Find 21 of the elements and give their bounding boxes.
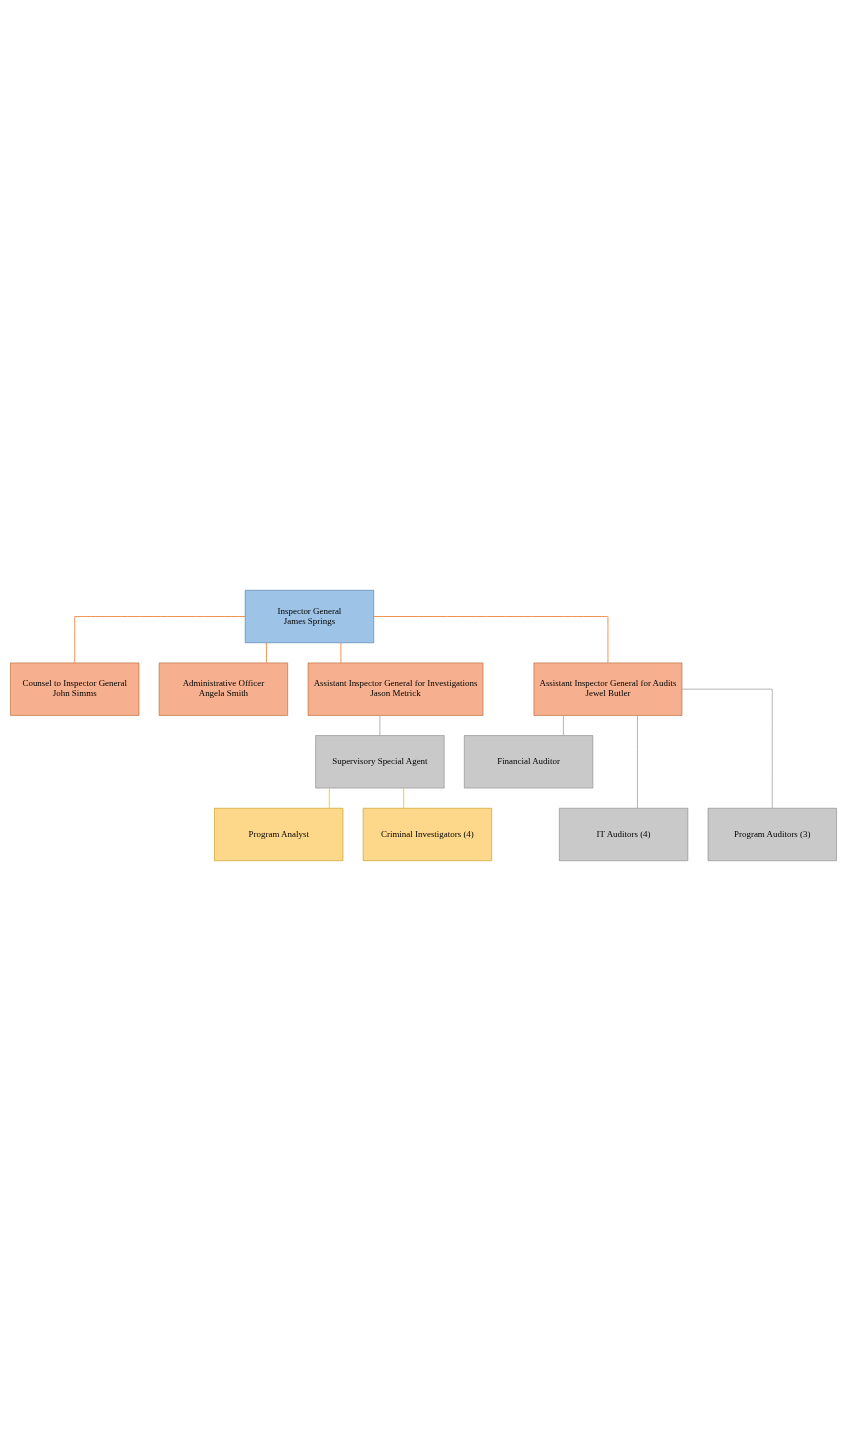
connector	[403, 787, 405, 809]
connector	[681, 688, 773, 809]
connector	[379, 715, 381, 736]
node-box: Criminal Investigators (4)	[362, 807, 492, 862]
node-box: Counsel to Inspector General John Simms	[10, 662, 140, 716]
node-box: Supervisory Special Agent	[315, 735, 445, 789]
connector	[637, 715, 638, 809]
node-box: IT Auditors (4)	[559, 807, 689, 862]
node-box: Program Analyst	[214, 807, 344, 862]
connector	[266, 642, 267, 664]
node-box: Inspector General James Springs	[244, 589, 375, 644]
node-box: Program Auditors (3)	[707, 807, 837, 862]
connector	[74, 616, 246, 664]
node-box: Administrative Officer Angela Smith	[158, 662, 288, 716]
connector	[328, 787, 330, 809]
connector	[562, 715, 564, 736]
node-box: Financial Auditor	[464, 735, 594, 789]
connector	[373, 616, 609, 664]
connector	[340, 642, 342, 664]
node-box: Assistant Inspector General for Investigations Jason Metrick	[307, 662, 484, 716]
node-box: Assistant Inspector General for Audits Jewel Butler	[533, 662, 683, 716]
